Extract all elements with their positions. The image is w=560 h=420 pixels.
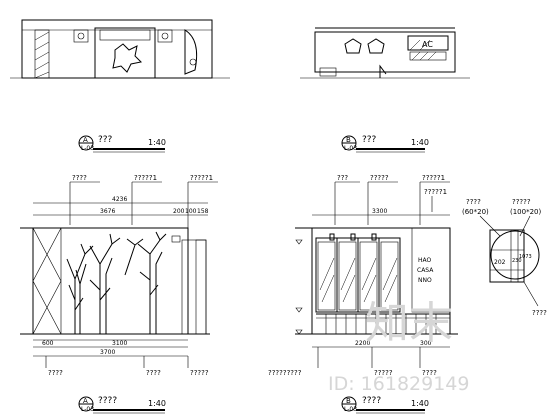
tree-motif bbox=[66, 231, 167, 334]
sign-text-1: HAO bbox=[418, 257, 432, 264]
title-elev-b-ref: L-03 bbox=[344, 406, 357, 413]
elev-b-side-label: ?????1 bbox=[424, 188, 447, 196]
elev-a-top-label-1: ???? bbox=[72, 174, 87, 182]
elev-b-dim-bottom-1: 2200 bbox=[355, 340, 370, 347]
detail-label-1: ???? bbox=[466, 198, 481, 206]
detail-dim-1: 202 bbox=[494, 259, 506, 266]
chair bbox=[184, 29, 198, 75]
railing bbox=[316, 313, 450, 334]
detail-label-2: (60*20) bbox=[462, 208, 489, 216]
title-plan-b-name: ??? bbox=[362, 135, 377, 145]
nightstand-right bbox=[157, 29, 173, 43]
title-elev-a-name: ???? bbox=[98, 396, 117, 406]
watermark-id: ID: 161829149 bbox=[328, 373, 469, 395]
detail-label-5: ???? bbox=[532, 309, 547, 317]
elev-a-dim-bottom-3: 3700 bbox=[100, 349, 115, 356]
watermark-logo: 知末 bbox=[365, 298, 453, 349]
title-plan-a-letter: A bbox=[83, 136, 88, 144]
title-elev-a-scale: 1:40 bbox=[148, 399, 166, 408]
detail-label-3: ????? bbox=[512, 198, 531, 206]
sign-text-3: NNO bbox=[418, 277, 432, 284]
title-plan-a-name: ??? bbox=[98, 135, 113, 145]
table-icon-1 bbox=[344, 38, 362, 54]
elev-a-dim-c: 158 bbox=[197, 208, 209, 215]
elev-a-dim-width: 3676 bbox=[100, 208, 115, 215]
watermark: 知末 ID: 161829149 bbox=[328, 298, 469, 395]
title-plan-a-scale: 1:40 bbox=[148, 138, 166, 147]
elev-b-top-label-2: ????? bbox=[370, 174, 389, 182]
elev-a-dim-total: 4236 bbox=[112, 196, 127, 203]
detail-callout: ???? (60*20) ????? (100*20) 202 230 1073… bbox=[462, 198, 547, 317]
title-elev-a: A L-03 ???? 1:40 bbox=[78, 396, 166, 414]
detail-label-4: (100*20) bbox=[510, 208, 541, 216]
title-elev-b-letter: B bbox=[346, 397, 351, 405]
sign-text-2: CASA bbox=[417, 267, 434, 274]
elev-a-dim-b: 100 bbox=[185, 208, 197, 215]
elev-a-bottom-label-2: ???? bbox=[146, 369, 161, 377]
title-plan-b-scale: 1:40 bbox=[411, 138, 429, 147]
title-plan-b-ref: L-03 bbox=[344, 145, 357, 152]
title-plan-a-ref: L-03 bbox=[81, 145, 94, 152]
title-elev-b-name: ???? bbox=[362, 396, 381, 406]
elevation-a: ???? ?????1 ?????1 4236 3676 200 100 158 bbox=[20, 174, 218, 377]
bed bbox=[94, 27, 156, 79]
sign-panel: HAO CASA NNO bbox=[411, 227, 451, 313]
elevation-b: ??? ????? ?????1 3300 bbox=[268, 174, 458, 377]
title-plan-b-letter: B bbox=[346, 136, 351, 144]
elev-a-top-label-2: ?????1 bbox=[134, 174, 157, 182]
elev-a-top-label-3: ?????1 bbox=[190, 174, 213, 182]
detail-dim-2: 230 bbox=[512, 258, 522, 264]
ac-label: AC bbox=[422, 40, 433, 49]
wardrobe-hatch bbox=[34, 29, 50, 79]
elev-b-bottom-label-2: ????? bbox=[374, 369, 393, 377]
title-elev-a-letter: A bbox=[83, 397, 88, 405]
title-plan-b: B L-03 ??? 1:40 bbox=[341, 135, 429, 153]
elev-a-bottom-label-3: ????? bbox=[190, 369, 209, 377]
detail-circle bbox=[490, 230, 540, 280]
plan-a bbox=[10, 19, 230, 79]
elev-b-top-label-1: ??? bbox=[337, 174, 348, 182]
elev-b-bottom-label-3: ???? bbox=[422, 369, 437, 377]
elev-b-dim-total: 3300 bbox=[372, 208, 387, 215]
elev-b-top-label-3: ?????1 bbox=[422, 174, 445, 182]
door-swing bbox=[379, 64, 387, 78]
title-elev-b: B L-03 ???? 1:40 bbox=[341, 396, 429, 414]
title-elev-b-scale: 1:40 bbox=[411, 399, 429, 408]
title-elev-a-ref: L-03 bbox=[81, 406, 94, 413]
plan-b: AC bbox=[300, 27, 470, 79]
glass-cabinets bbox=[315, 233, 401, 313]
elev-b-bottom-label-1: ????????? bbox=[268, 369, 302, 377]
table-icon-2 bbox=[367, 38, 385, 54]
ac-unit bbox=[407, 35, 449, 51]
detail-dim-3: 1073 bbox=[519, 254, 532, 260]
elev-a-dim-bottom-2: 3100 bbox=[112, 340, 127, 347]
elev-a-bottom-label-1: ???? bbox=[48, 369, 63, 377]
title-plan-a: A L-03 ??? 1:40 bbox=[78, 135, 166, 153]
elev-a-dim-a: 200 bbox=[173, 208, 185, 215]
elev-b-dim-bottom-2: 300 bbox=[420, 340, 432, 347]
elev-a-dim-bottom-1: 600 bbox=[42, 340, 54, 347]
nightstand-left bbox=[73, 29, 89, 43]
